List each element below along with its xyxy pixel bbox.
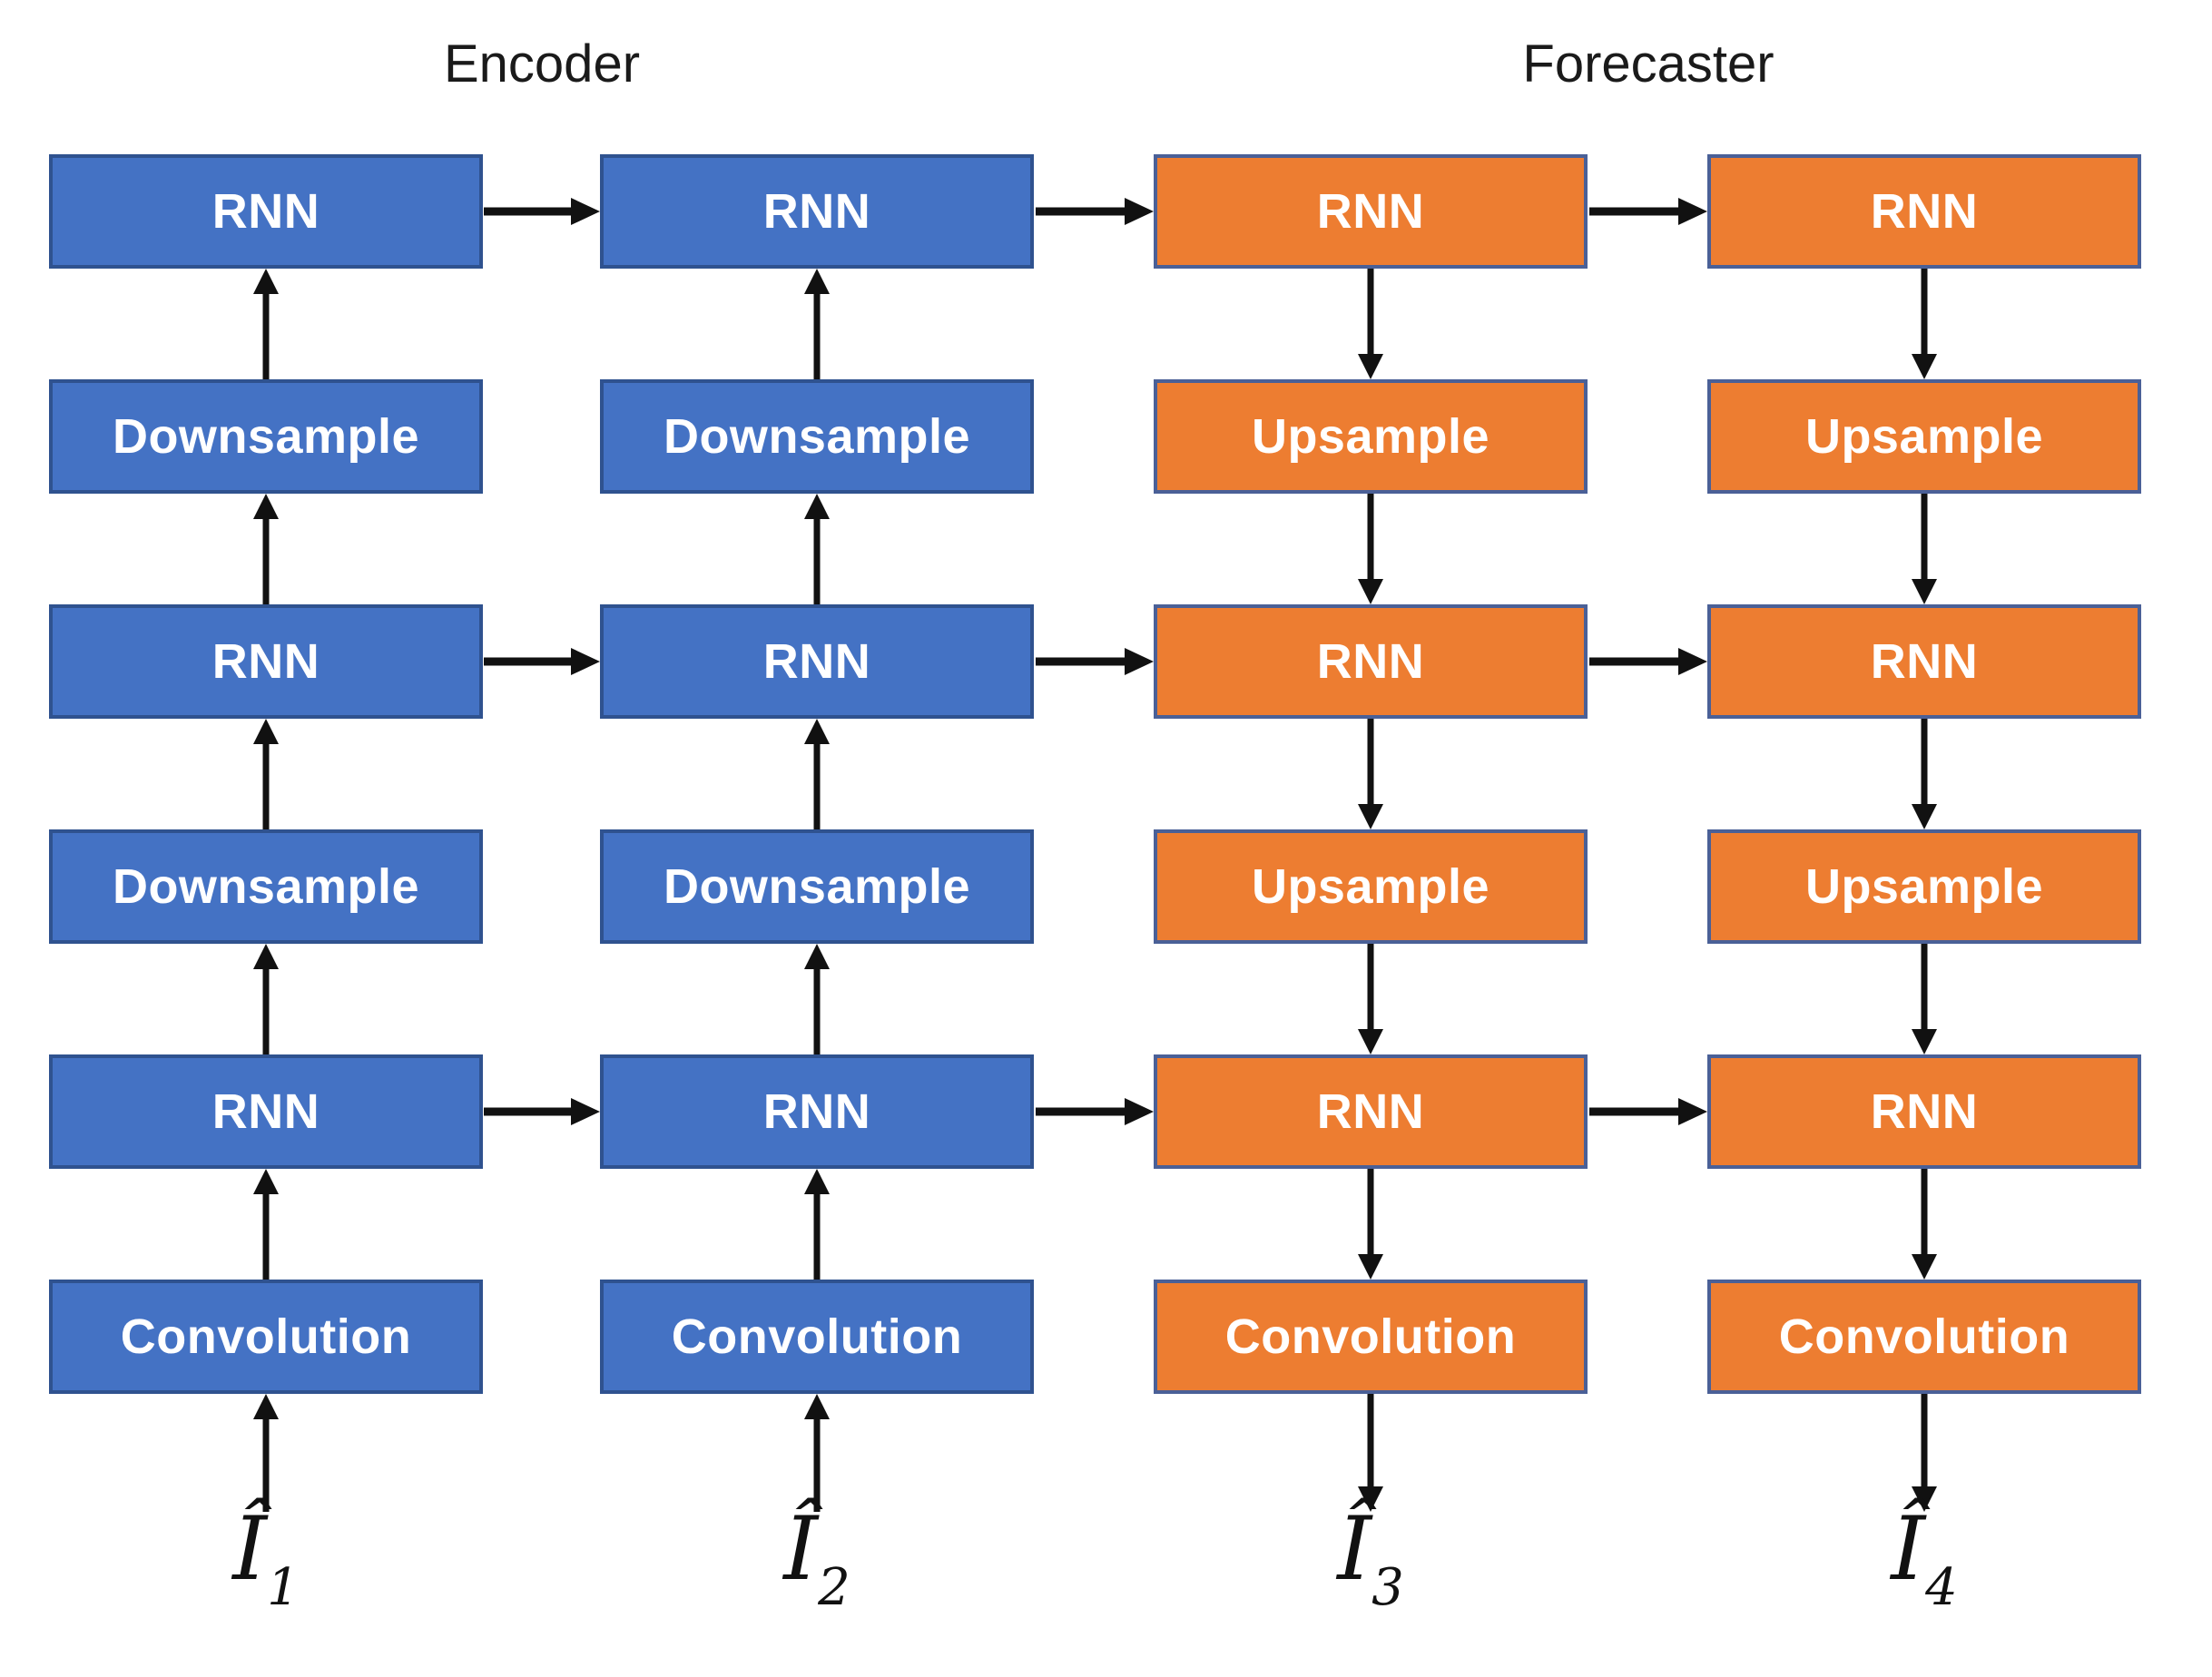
- forecaster-col4-rnn-mid: RNN: [1707, 604, 2141, 719]
- i-hat-symbol: Î: [1337, 1498, 1372, 1600]
- label-i1: Î1: [157, 1501, 375, 1613]
- arrow-up: [802, 269, 831, 379]
- label-i3: Î3: [1262, 1501, 1480, 1613]
- encoder-col2-downsample-2: Downsample: [600, 829, 1034, 944]
- forecaster-col3-upsample-1: Upsample: [1154, 379, 1588, 494]
- arrow-down: [1356, 1169, 1385, 1280]
- arrow-right: [1036, 197, 1154, 226]
- forecaster-col3-convolution: Convolution: [1154, 1280, 1588, 1394]
- arrow-right: [1589, 647, 1707, 676]
- forecaster-title: Forecaster: [1522, 34, 1775, 93]
- arrow-up: [802, 1169, 831, 1280]
- forecaster-col3-rnn-bottom: RNN: [1154, 1054, 1588, 1169]
- arrow-down: [1356, 719, 1385, 829]
- label-i4: Î4: [1815, 1501, 2033, 1613]
- arrow-right: [1589, 197, 1707, 226]
- arrow-up: [802, 494, 831, 604]
- arrow-up: [251, 1169, 280, 1280]
- encoder-col1-convolution: Convolution: [49, 1280, 483, 1394]
- encoder-col1-rnn-top: RNN: [49, 154, 483, 269]
- arrow-up: [251, 494, 280, 604]
- arrow-up: [251, 269, 280, 379]
- forecaster-col3-rnn-top: RNN: [1154, 154, 1588, 269]
- arrow-up: [251, 944, 280, 1054]
- arrow-right: [1589, 1097, 1707, 1126]
- arrow-down: [1356, 494, 1385, 604]
- forecaster-col4-rnn-bottom: RNN: [1707, 1054, 2141, 1169]
- encoder-col2-rnn-mid: RNN: [600, 604, 1034, 719]
- arrow-down-output: [1356, 1394, 1385, 1512]
- i-hat-symbol: Î: [232, 1498, 268, 1600]
- arrow-right: [1036, 647, 1154, 676]
- forecaster-col4-rnn-top: RNN: [1707, 154, 2141, 269]
- forecaster-col3-upsample-2: Upsample: [1154, 829, 1588, 944]
- label-i2: Î2: [708, 1501, 926, 1613]
- encoder-title: Encoder: [443, 34, 641, 93]
- subscript: 3: [1371, 1558, 1404, 1617]
- encoder-col1-downsample-1: Downsample: [49, 379, 483, 494]
- arrow-up: [251, 719, 280, 829]
- arrow-up-input: [251, 1394, 280, 1512]
- arrow-down: [1910, 944, 1939, 1054]
- arrow-down: [1356, 944, 1385, 1054]
- arrow-down: [1356, 269, 1385, 379]
- arrow-right: [484, 647, 600, 676]
- encoder-col2-convolution: Convolution: [600, 1280, 1034, 1394]
- arrow-right: [484, 197, 600, 226]
- arrow-right: [1036, 1097, 1154, 1126]
- i-hat-symbol: Î: [1891, 1498, 1926, 1600]
- encoder-col2-downsample-1: Downsample: [600, 379, 1034, 494]
- arrow-down-output: [1910, 1394, 1939, 1512]
- arrow-right: [484, 1097, 600, 1126]
- subscript: 2: [818, 1558, 850, 1617]
- forecaster-col3-rnn-mid: RNN: [1154, 604, 1588, 719]
- i-hat-symbol: Î: [783, 1498, 819, 1600]
- arrow-down: [1910, 719, 1939, 829]
- subscript: 1: [267, 1558, 300, 1617]
- arrow-down: [1910, 494, 1939, 604]
- subscript: 4: [1925, 1558, 1958, 1617]
- forecaster-col4-upsample-1: Upsample: [1707, 379, 2141, 494]
- forecaster-col4-upsample-2: Upsample: [1707, 829, 2141, 944]
- arrow-up: [802, 944, 831, 1054]
- arrow-up: [802, 719, 831, 829]
- encoder-col1-downsample-2: Downsample: [49, 829, 483, 944]
- forecaster-col4-convolution: Convolution: [1707, 1280, 2141, 1394]
- arrow-up-input: [802, 1394, 831, 1512]
- encoder-col2-rnn-top: RNN: [600, 154, 1034, 269]
- encoder-col2-rnn-bottom: RNN: [600, 1054, 1034, 1169]
- arrow-down: [1910, 1169, 1939, 1280]
- arrow-down: [1910, 269, 1939, 379]
- encoder-col1-rnn-mid: RNN: [49, 604, 483, 719]
- encoder-col1-rnn-bottom: RNN: [49, 1054, 483, 1169]
